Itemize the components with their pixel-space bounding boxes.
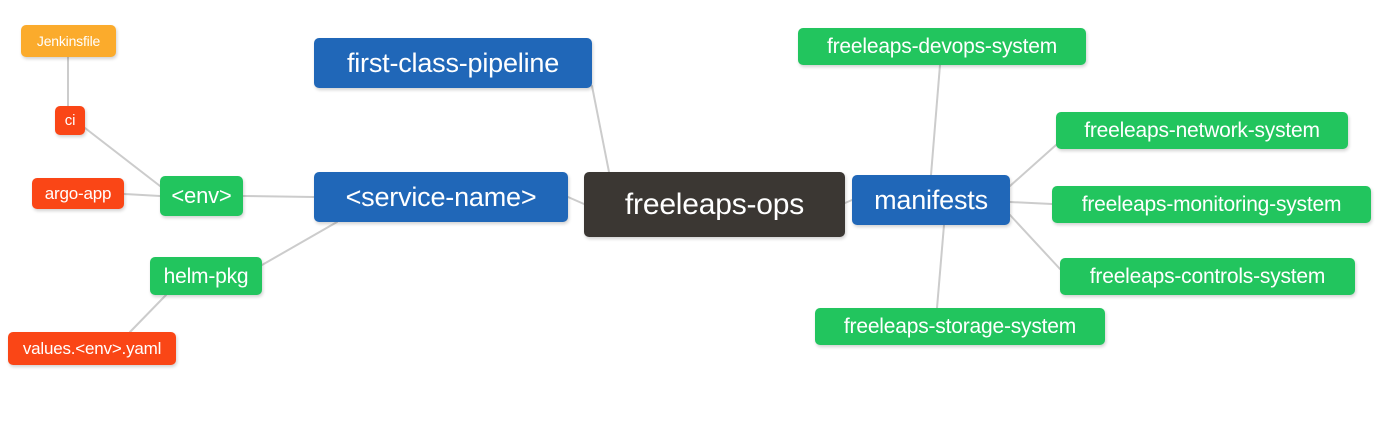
- edge-service-to-env: [242, 195, 315, 198]
- node-controls[interactable]: freeleaps-controls-system: [1060, 258, 1355, 295]
- node-manifests[interactable]: manifests: [852, 175, 1010, 225]
- node-values[interactable]: values.<env>.yaml: [8, 332, 176, 365]
- edge-root-to-manifests: [844, 199, 853, 204]
- node-service[interactable]: <service-name>: [314, 172, 568, 222]
- node-monitoring[interactable]: freeleaps-monitoring-system: [1052, 186, 1371, 223]
- edge-manifests-to-storage: [936, 224, 945, 309]
- node-label-network: freeleaps-network-system: [1084, 119, 1320, 142]
- node-pipeline[interactable]: first-class-pipeline: [314, 38, 592, 88]
- edge-service-to-helm: [261, 221, 338, 266]
- node-devops[interactable]: freeleaps-devops-system: [798, 28, 1086, 65]
- node-label-root: freeleaps-ops: [624, 187, 805, 221]
- node-label-env: <env>: [171, 183, 232, 208]
- edge-env-to-argo: [123, 193, 161, 197]
- edge-manifests-to-devops: [930, 64, 941, 176]
- node-env[interactable]: <env>: [160, 176, 243, 216]
- node-label-service: <service-name>: [345, 181, 537, 212]
- node-label-monitoring: freeleaps-monitoring-system: [1081, 193, 1342, 216]
- node-label-argo: argo-app: [44, 184, 112, 203]
- node-ci[interactable]: ci: [55, 106, 85, 135]
- node-label-ci: ci: [64, 112, 76, 129]
- node-label-jenkinsfile: Jenkinsfile: [36, 33, 101, 49]
- node-network[interactable]: freeleaps-network-system: [1056, 112, 1348, 149]
- edge-root-to-service: [567, 196, 585, 205]
- edge-manifests-to-network: [1009, 144, 1057, 187]
- node-helm[interactable]: helm-pkg: [150, 257, 262, 295]
- node-label-controls: freeleaps-controls-system: [1089, 265, 1326, 288]
- node-storage[interactable]: freeleaps-storage-system: [815, 308, 1105, 345]
- edge-manifests-to-monitoring: [1009, 201, 1053, 205]
- edge-helm-to-values: [129, 294, 167, 333]
- node-label-manifests: manifests: [874, 184, 988, 215]
- node-label-helm: helm-pkg: [163, 264, 249, 288]
- node-label-values: values.<env>.yaml: [22, 339, 162, 358]
- node-label-devops: freeleaps-devops-system: [827, 35, 1057, 58]
- node-label-pipeline: first-class-pipeline: [346, 47, 560, 78]
- node-argo[interactable]: argo-app: [32, 178, 124, 209]
- node-label-storage: freeleaps-storage-system: [843, 315, 1077, 338]
- node-root[interactable]: freeleaps-ops: [584, 172, 845, 237]
- edge-manifests-to-controls: [1009, 214, 1061, 270]
- edge-root-to-pipeline: [591, 85, 610, 173]
- node-jenkinsfile[interactable]: Jenkinsfile: [21, 25, 116, 57]
